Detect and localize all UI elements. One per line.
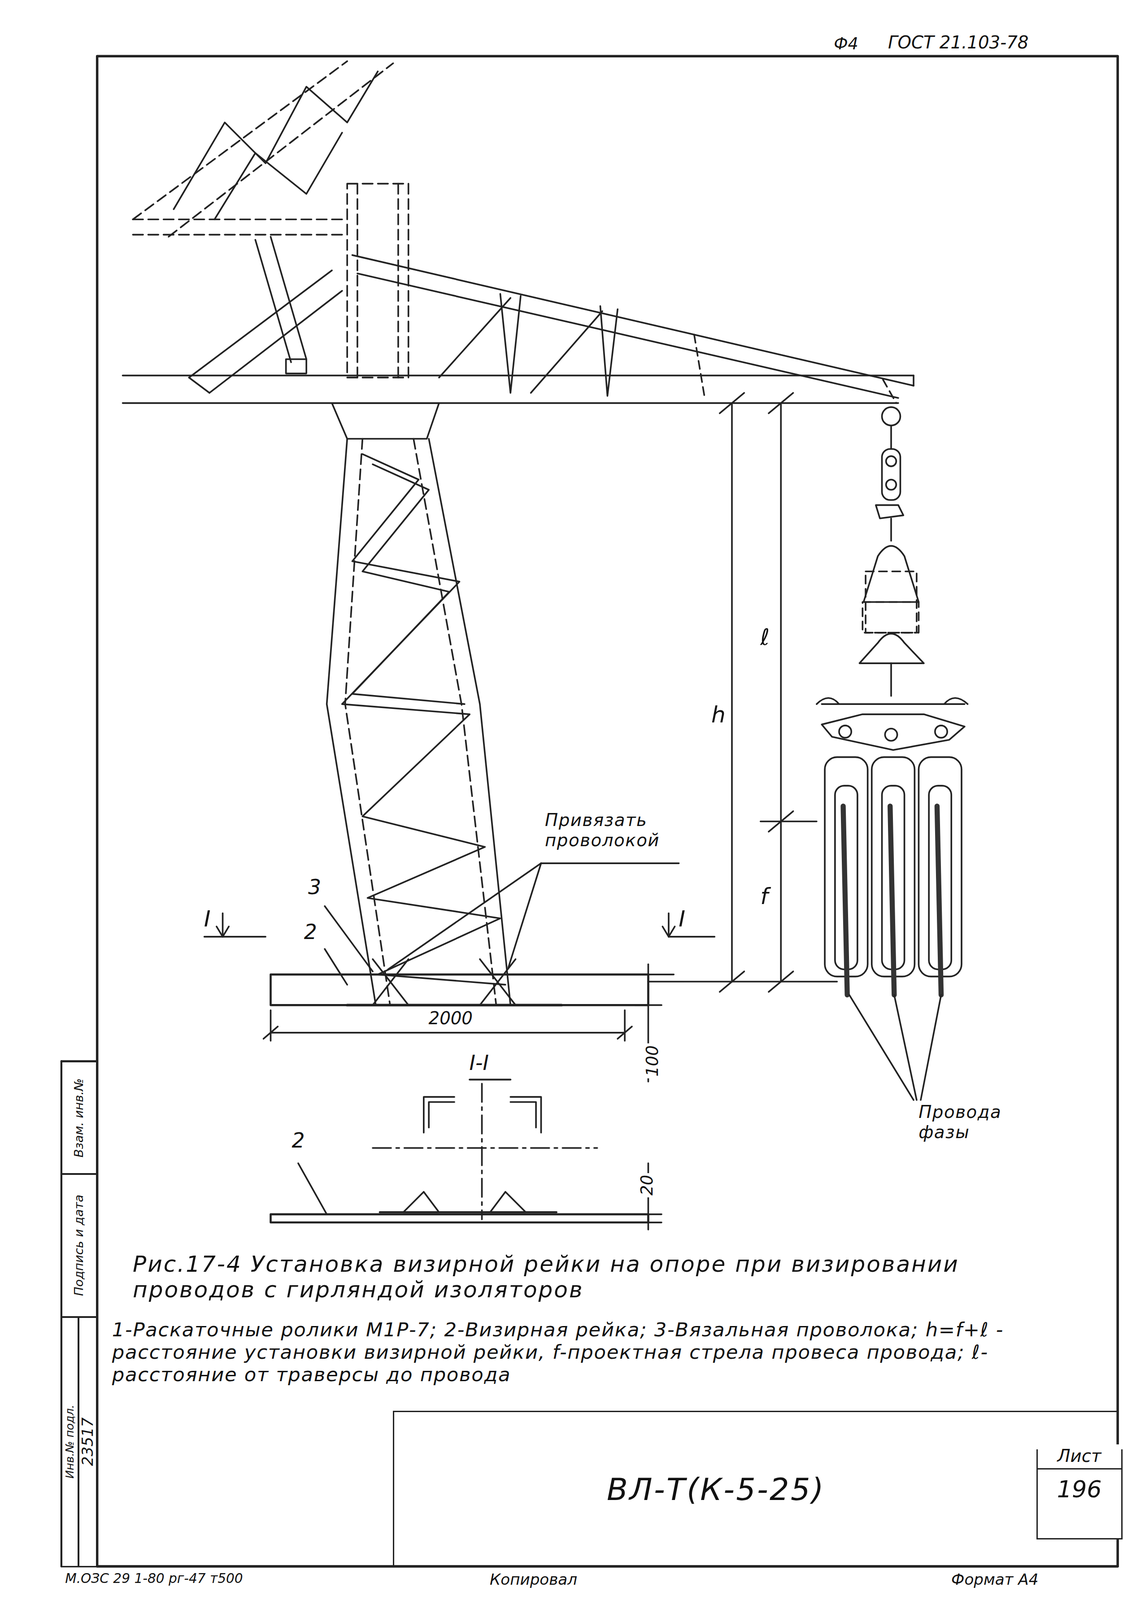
- callout-number: 3: [306, 875, 323, 900]
- dimension-letter: f: [758, 883, 771, 910]
- cell-text: Взам. инв.№: [72, 1078, 87, 1158]
- stamp-cell: Взам. инв.№: [61, 1061, 98, 1174]
- part-label: Провода фазы: [916, 1102, 1043, 1143]
- cell-heading: Лист: [1037, 1444, 1122, 1470]
- cell-text: ВЛ-Т(К-5-25): [606, 1471, 826, 1508]
- cell-text: Подпись и дата: [72, 1194, 87, 1297]
- note-text: Привязать проволокой: [543, 810, 690, 851]
- stamp-cell: Инв.№ подл.: [61, 1317, 79, 1568]
- cell-text: 23517: [78, 1417, 97, 1467]
- callout-number: 2: [302, 920, 319, 945]
- callout-number: 2: [289, 1129, 307, 1153]
- section-mark: I: [676, 906, 688, 933]
- legend-note: 1-Раскаточные ролики М1Р-7; 2-Визирная р…: [110, 1318, 1084, 1386]
- format-field: Формат А4: [949, 1571, 1041, 1589]
- dimension-letter: h: [709, 702, 728, 729]
- sheet-code: Ф4: [831, 34, 861, 54]
- copier-field: Копировал: [487, 1571, 579, 1589]
- dimension-letter: ℓ: [758, 624, 772, 651]
- cell-value: 196: [1037, 1469, 1122, 1505]
- dimension-value: 100: [643, 1043, 662, 1079]
- stamp-cell: 23517: [78, 1317, 97, 1568]
- sheet-number-cell: Лист196: [1036, 1449, 1123, 1540]
- figure-caption: Рис.17-4 Установка визирной рейки на опо…: [132, 1251, 1083, 1304]
- section-mark: I: [202, 906, 213, 933]
- archive-stamp: М.ОЗС 29 1-80 рг-47 т500: [63, 1571, 245, 1587]
- dimension-value: 20: [637, 1173, 657, 1198]
- section-title: I-I: [467, 1051, 491, 1076]
- dimension-value: 2000: [426, 1008, 475, 1029]
- cell-text: Инв.№ подл.: [63, 1405, 77, 1480]
- title-block-cell: ВЛ-Т(К-5-25): [392, 1410, 1118, 1567]
- standard-ref: ГОСТ 21.103-78: [886, 32, 1031, 53]
- stamp-cell: Подпись и дата: [61, 1174, 98, 1318]
